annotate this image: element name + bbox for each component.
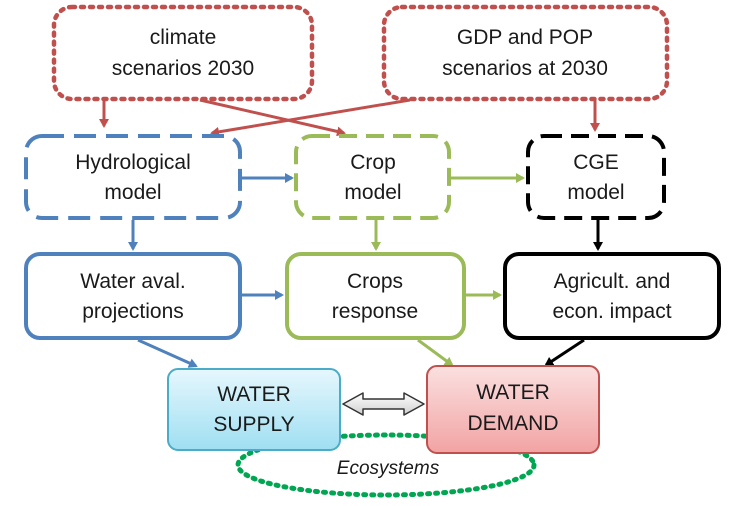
scenario-arrows	[99, 98, 600, 137]
water-supply-label-line2: SUPPLY	[213, 413, 294, 436]
crop-model-node: Crop model	[294, 134, 451, 220]
crops-response-node: Crops response	[285, 252, 466, 340]
gdp-pop-label-line2: scenarios at 2030	[442, 57, 608, 80]
hydrological-label-line1: Hydrological	[75, 151, 191, 174]
model-output-arrows	[128, 220, 603, 251]
water-aval-label-line1: Water aval.	[80, 270, 185, 293]
water-demand-node: WATER DEMAND	[426, 365, 600, 454]
crop-label-line2: model	[344, 181, 401, 204]
crop-label-line1: Crop	[350, 151, 396, 174]
water-aval-label-line2: projections	[82, 300, 184, 323]
ecosystems-node: Ecosystems	[235, 432, 537, 498]
hydrological-model-node: Hydrological model	[24, 134, 242, 220]
arrow-agricult-to-demand	[544, 338, 585, 367]
crops-response-label-line1: Crops	[347, 270, 403, 293]
cge-model-node: CGE model	[526, 134, 666, 220]
arrow-water-aval-to-supply	[137, 338, 198, 368]
arrow-crops-response-to-demand	[417, 338, 454, 367]
climate-label-line1: climate	[150, 26, 217, 49]
water-supply-label-line1: WATER	[217, 383, 291, 406]
water-demand-label-line1: WATER	[476, 381, 550, 404]
cge-label-line1: CGE	[573, 151, 619, 174]
hydrological-label-line2: model	[104, 181, 161, 204]
climate-label-line2: scenarios 2030	[112, 57, 254, 80]
climate-scenarios-node: climate scenarios 2030	[51, 4, 315, 102]
cge-label-line2: model	[567, 181, 624, 204]
supply-demand-double-arrow	[342, 392, 425, 416]
water-demand-label-line2: DEMAND	[467, 412, 558, 435]
arrow-gdp-to-hydrological	[210, 98, 411, 137]
gdp-pop-label-line1: GDP and POP	[457, 26, 593, 49]
water-aval-projections-node: Water aval. projections	[24, 252, 242, 340]
ecosystems-label: Ecosystems	[337, 458, 440, 479]
gdp-pop-scenarios-node: GDP and POP scenarios at 2030	[381, 4, 670, 102]
agricult-label-line2: econ. impact	[552, 300, 671, 323]
outcome-arrows	[137, 338, 585, 368]
agricult-econ-impact-node: Agricult. and econ. impact	[503, 252, 721, 340]
water-supply-node: WATER SUPPLY	[167, 368, 341, 451]
crops-response-label-line2: response	[332, 300, 418, 323]
agricult-label-line1: Agricult. and	[554, 270, 671, 293]
arrow-climate-to-crop	[199, 98, 346, 137]
